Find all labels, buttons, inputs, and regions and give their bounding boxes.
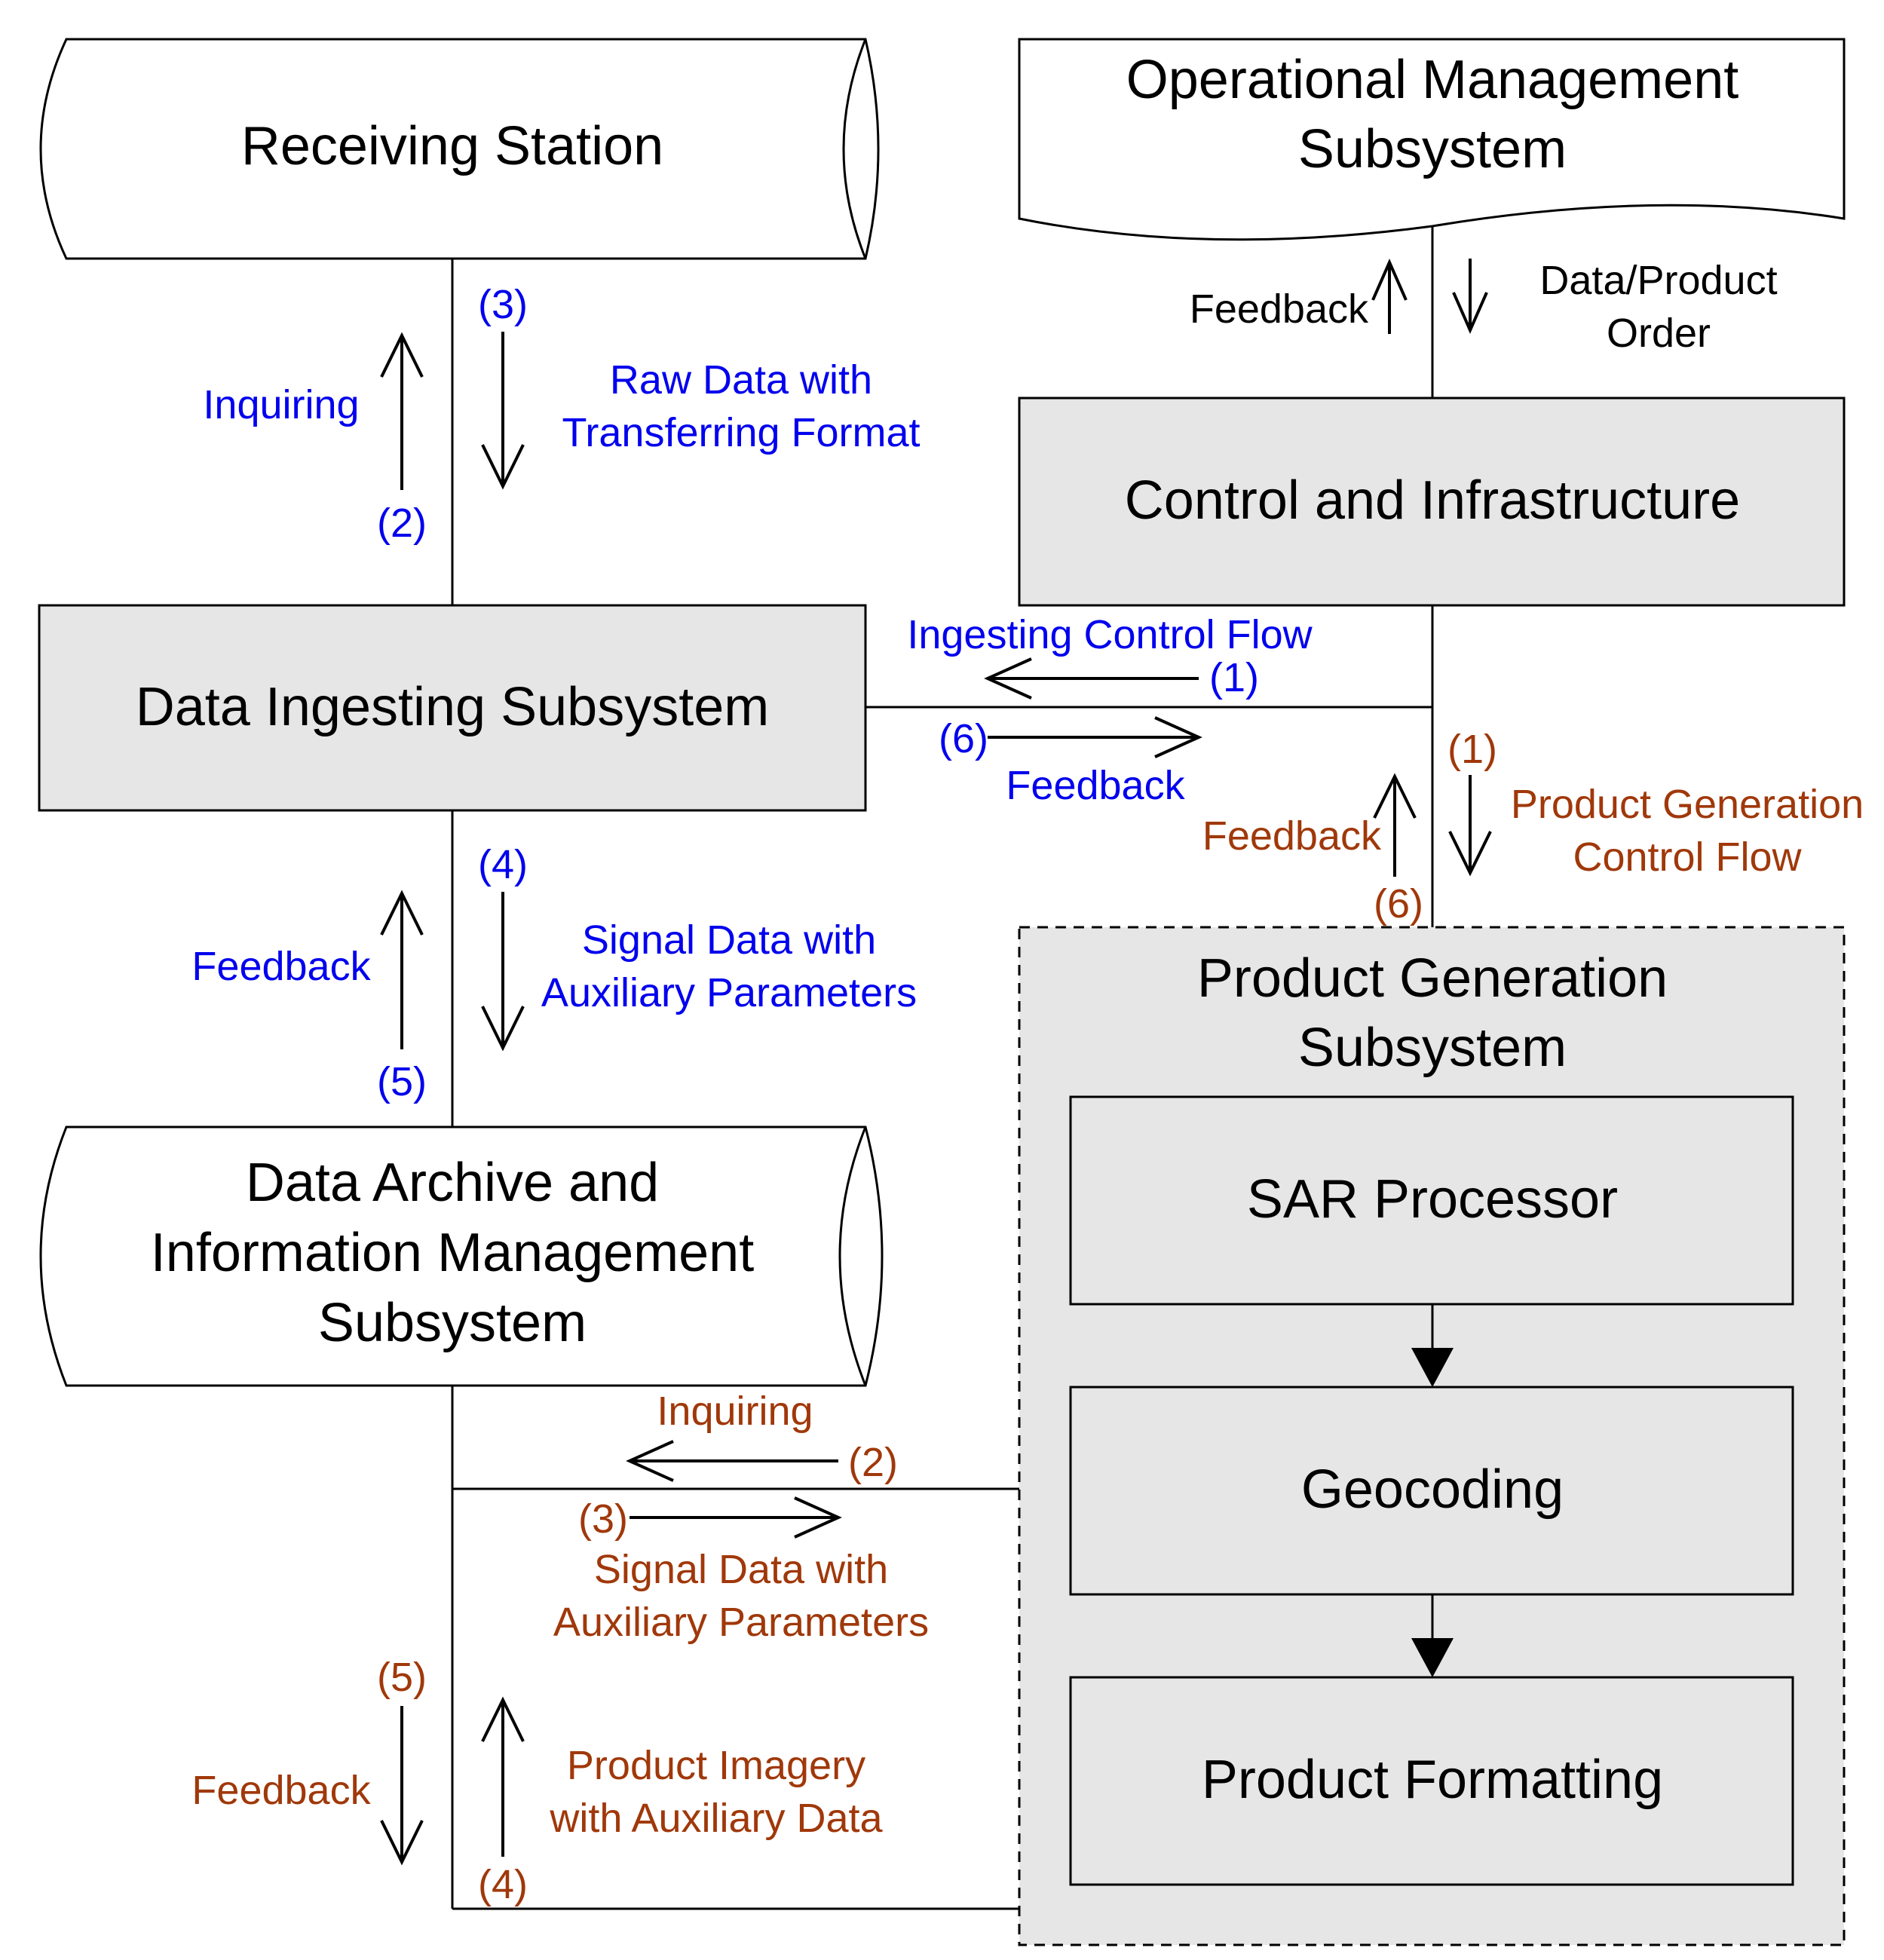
operational-management-node: Operational Management Subsystem [1018,38,1846,241]
flow-arrows [380,259,1492,1866]
ingest-step6-label: (6) [939,716,988,761]
receiving-station-end-cap [842,38,867,259]
ingest-step1-label: (1) [1209,655,1259,700]
di-signal-label-line2: Auxiliary Parameters [541,970,917,1015]
ar-inquiring-label: Inquiring [657,1389,813,1434]
ar-signal-right-arrow [630,1496,842,1539]
pg-feedback-up-arrow [1373,773,1417,877]
rs-raw-data-down-arrow [481,332,525,490]
ar-signal-label-line1: Signal Data with [594,1547,888,1592]
geocoding-to-formatting-arrowhead [1411,1638,1454,1677]
product-generation-label-line2: Subsystem [1298,1018,1567,1078]
sar-to-geocoding-arrowhead [1411,1348,1454,1387]
data-ingesting-box [38,604,867,812]
data-archive-label-line3: Subsystem [318,1293,587,1353]
rs-raw-data-label-line1: Raw Data with [610,357,872,403]
di-step5-label: (5) [377,1059,427,1104]
flow-labels: (3) Inquiring Raw Data with Transferring… [191,258,1864,1907]
data-archive-label-line2: Information Management [151,1223,754,1283]
operational-management-label-line1: Operational Management [1126,50,1739,110]
ar-step3-label: (3) [578,1496,628,1542]
control-infrastructure-node: Control and Infrastructure [1018,397,1846,607]
pg-step6-label: (6) [1374,881,1423,926]
om-order-label-line1: Data/Product [1539,258,1777,303]
di-signal-down-arrow [481,892,525,1052]
di-feedback-up-arrow [380,890,424,1049]
product-generation-node: Product Generation Subsystem SAR Process… [1018,926,1846,1946]
data-archive-end-cap [838,1126,867,1386]
pg-control-label-line2: Control Flow [1573,835,1802,880]
data-ingesting-node: Data Ingesting Subsystem [38,604,867,812]
geocoding-label: Geocoding [1301,1459,1564,1520]
product-generation-label-line1: Product Generation [1197,948,1668,1009]
data-ingesting-label: Data Ingesting Subsystem [136,677,769,737]
sar-processor-box [1069,1095,1794,1306]
geocoding-box [1069,1386,1794,1596]
ar-inquiring-left-arrow [626,1440,838,1482]
pg-control-down-arrow [1448,775,1492,877]
ar-feedback-label: Feedback [191,1768,371,1813]
ingest-feedback-right-arrow [988,716,1202,758]
ingest-control-label: Ingesting Control Flow [907,612,1313,657]
ingest-control-left-arrow [984,657,1199,700]
om-feedback-up-arrow [1371,259,1408,334]
receiving-station-label: Receiving Station [241,116,663,176]
ar-imagery-label-line2: with Auxiliary Data [549,1796,883,1841]
pg-feedback-label: Feedback [1202,813,1382,859]
receiving-station-node: Receiving Station [39,38,880,260]
ar-feedback-down-arrow [380,1706,424,1866]
ar-imagery-label-line1: Product Imagery [567,1743,865,1788]
control-infrastructure-box [1018,397,1846,607]
om-order-down-arrow [1452,259,1488,334]
sar-processor-label: SAR Processor [1247,1169,1618,1230]
rs-step2-label: (2) [377,501,427,546]
ar-step2-label: (2) [848,1440,898,1485]
operational-management-shape [1018,38,1846,241]
di-feedback-label: Feedback [191,944,371,989]
connector-lines [451,219,1434,1910]
rs-inquiring-label: Inquiring [203,382,359,427]
ingest-feedback-label: Feedback [1006,763,1185,808]
data-archive-node: Data Archive and Information Management … [39,1125,884,1387]
data-archive-label-line1: Data Archive and [246,1153,659,1213]
di-step4-label: (4) [478,842,528,887]
rs-inquiring-up-arrow [380,332,424,490]
rs-step3-label: (3) [478,282,528,327]
di-signal-label-line1: Signal Data with [582,917,876,963]
product-formatting-box [1069,1676,1794,1886]
ar-imagery-up-arrow [481,1696,525,1857]
om-feedback-label: Feedback [1190,286,1369,332]
operational-management-label-line2: Subsystem [1298,119,1567,179]
control-infrastructure-label: Control and Infrastructure [1125,470,1740,531]
ar-signal-label-line2: Auxiliary Parameters [553,1600,929,1645]
pg-step1-label: (1) [1447,727,1497,772]
om-order-label-line2: Order [1607,311,1711,356]
product-formatting-label: Product Formatting [1202,1750,1663,1810]
ar-step5-label: (5) [377,1655,427,1700]
ar-step4-label: (4) [478,1862,528,1907]
rs-raw-data-label-line2: Transferring Format [562,410,920,455]
pg-control-label-line1: Product Generation [1511,782,1864,827]
